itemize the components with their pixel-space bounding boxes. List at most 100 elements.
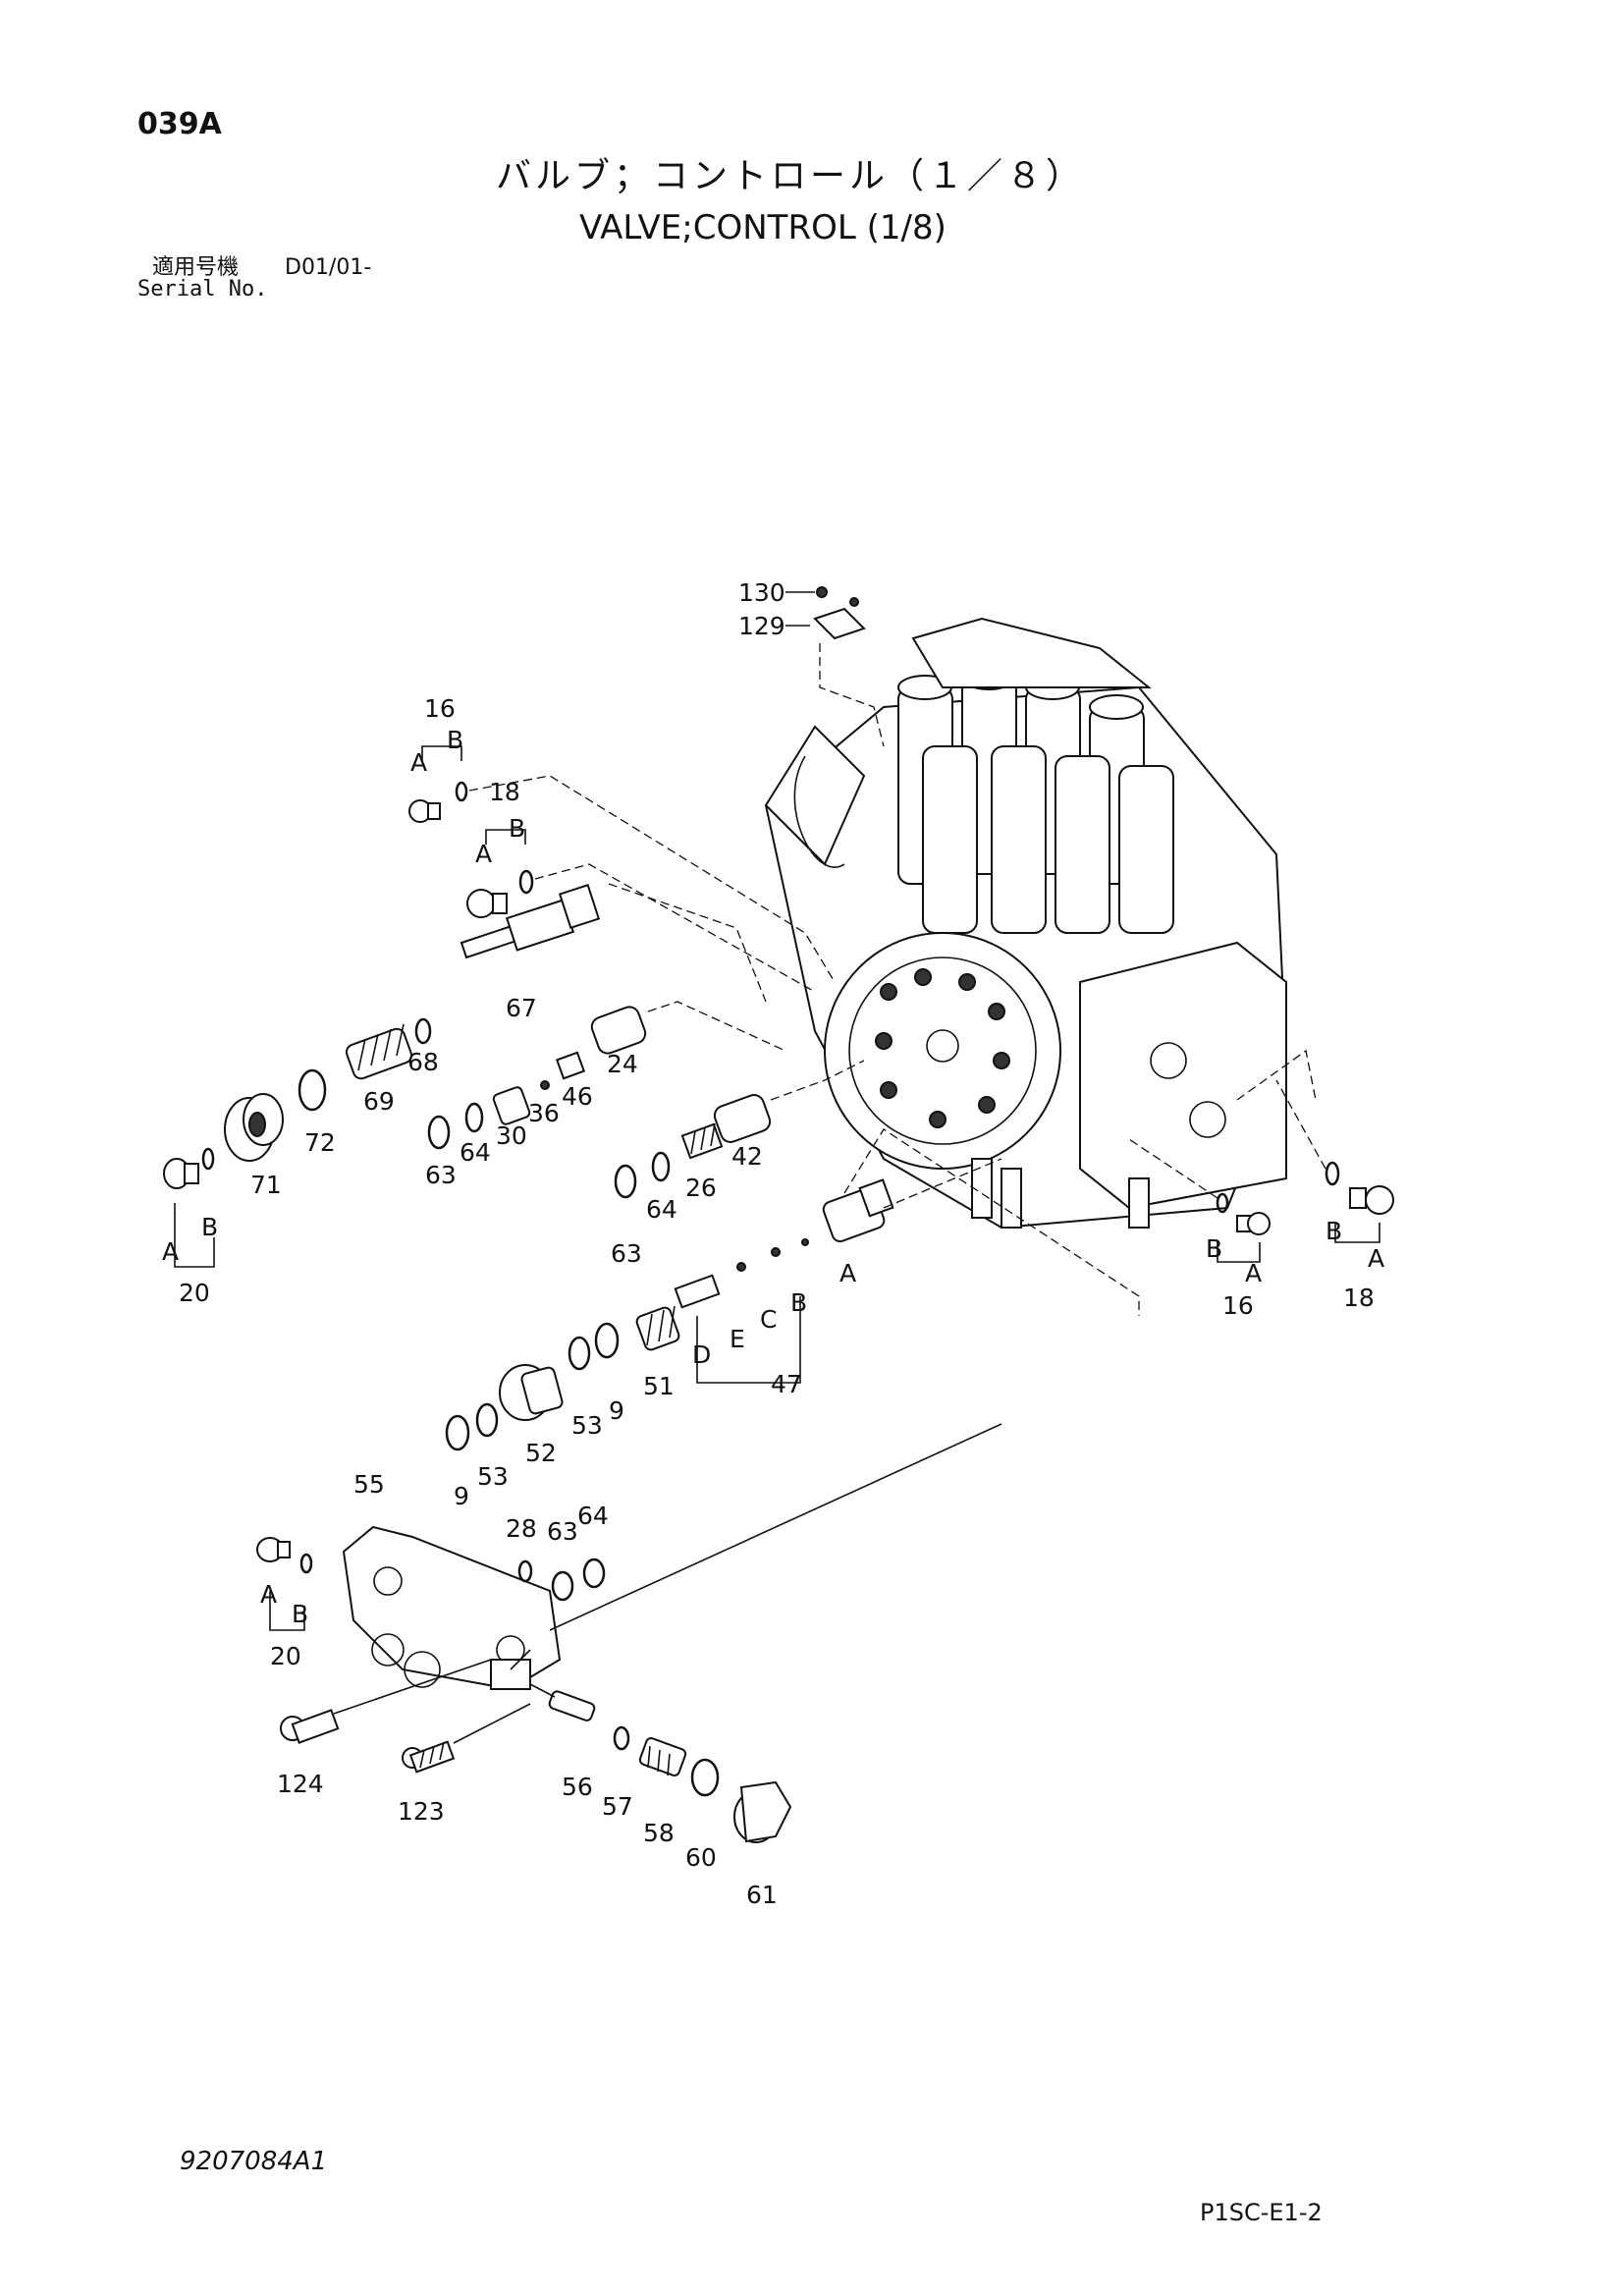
letter-b-18-upper: B	[509, 814, 525, 843]
part-56-poppet	[548, 1690, 596, 1722]
part-53-ring-a	[568, 1336, 591, 1371]
part-71-cap	[224, 1093, 284, 1162]
part-55-housing	[342, 1525, 562, 1691]
letter-b-16-upper: B	[447, 726, 463, 754]
callout-63-b: 63	[611, 1239, 642, 1268]
callout-20-housing: 20	[270, 1642, 301, 1670]
callout-58: 58	[643, 1819, 675, 1847]
serial-label-japanese: 適用号機	[152, 255, 240, 280]
callout-28: 28	[506, 1514, 537, 1543]
serial-label-english: Serial No.	[137, 277, 268, 301]
callout-55: 55	[353, 1470, 385, 1499]
part-36-ball	[540, 1080, 550, 1090]
part-20-plug-left	[163, 1147, 215, 1189]
letter-b-20-housing: B	[292, 1600, 308, 1628]
callout-53-b: 53	[477, 1462, 509, 1491]
serial-range: D01/01-	[285, 255, 372, 280]
letter-e-47: E	[730, 1325, 745, 1353]
callout-57: 57	[602, 1792, 633, 1821]
part-42-piston	[713, 1094, 772, 1143]
callout-64-c: 64	[577, 1502, 609, 1530]
letter-a-20-housing: A	[260, 1580, 277, 1609]
callout-68: 68	[407, 1048, 439, 1076]
part-9-ring-a	[594, 1322, 620, 1359]
callout-9-b: 9	[454, 1482, 469, 1510]
letter-a-18-upper: A	[475, 840, 492, 868]
callout-51: 51	[643, 1372, 675, 1400]
title-english: VALVE;CONTROL (1/8)	[579, 208, 947, 247]
callout-56: 56	[562, 1773, 593, 1801]
callout-18-right: 18	[1343, 1284, 1375, 1312]
letter-b-47: B	[790, 1288, 807, 1317]
part-58-spring	[638, 1737, 687, 1777]
callout-72: 72	[304, 1128, 336, 1157]
callout-26: 26	[685, 1174, 717, 1202]
callout-52: 52	[525, 1439, 557, 1467]
part-9-ring-b	[445, 1414, 470, 1451]
part-26-spring	[680, 1122, 724, 1160]
part-123-screw	[402, 1740, 456, 1774]
callout-20-left: 20	[179, 1279, 210, 1307]
part-64-ring-a	[464, 1102, 484, 1133]
callout-63-c: 63	[547, 1517, 578, 1546]
part-61-plug	[733, 1780, 792, 1843]
part-18-plug-upper	[466, 869, 534, 918]
part-72-o-ring	[298, 1068, 327, 1112]
callout-42: 42	[731, 1142, 763, 1171]
callout-53-a: 53	[571, 1411, 603, 1440]
letter-b-18-right: B	[1325, 1217, 1342, 1245]
letter-b-16-right: B	[1206, 1234, 1222, 1263]
callout-36: 36	[528, 1099, 560, 1127]
part-16-plug-upper	[408, 781, 468, 823]
callout-64-b: 64	[646, 1195, 677, 1224]
part-30-plug	[492, 1086, 531, 1125]
letter-a-16-right: A	[1245, 1259, 1262, 1287]
letter-a-47: A	[839, 1259, 856, 1287]
callout-69: 69	[363, 1087, 395, 1116]
callout-64-a: 64	[460, 1138, 491, 1167]
letter-a-20-left: A	[162, 1237, 179, 1266]
part-129-plate	[785, 597, 866, 640]
callout-47: 47	[771, 1370, 802, 1398]
sheet-number: P1SC-E1-2	[1200, 2199, 1323, 2226]
callout-46: 46	[562, 1082, 593, 1111]
callout-63-a: 63	[425, 1161, 457, 1189]
callout-16-right: 16	[1222, 1291, 1254, 1320]
callout-124: 124	[277, 1770, 324, 1798]
part-124-bolt	[280, 1709, 340, 1744]
letter-a-16-upper: A	[410, 748, 427, 777]
callout-67: 67	[506, 994, 537, 1022]
callout-129: 129	[738, 612, 785, 640]
control-valve-body	[764, 617, 1288, 1230]
callout-16-upper: 16	[424, 694, 456, 723]
page-code: 039A	[137, 107, 222, 141]
part-63-ring-a	[427, 1115, 451, 1150]
part-16-plug-right	[1216, 1192, 1271, 1235]
callout-30: 30	[496, 1121, 527, 1150]
part-51-spring	[635, 1305, 680, 1351]
letter-c-47: C	[760, 1305, 777, 1334]
part-64-ring-c	[582, 1558, 606, 1589]
callout-18-upper: 18	[489, 778, 520, 806]
letter-b-20-left: B	[201, 1213, 218, 1241]
callout-123: 123	[398, 1797, 445, 1826]
callout-61: 61	[746, 1881, 778, 1909]
callout-71: 71	[250, 1171, 282, 1199]
part-130-screw	[785, 586, 828, 598]
callout-24: 24	[607, 1050, 638, 1078]
part-67-spool	[460, 883, 601, 959]
callout-130: 130	[738, 578, 785, 607]
part-63-ring-c	[551, 1570, 574, 1602]
part-68-washer	[414, 1017, 432, 1045]
part-57-washer	[613, 1725, 630, 1751]
part-46-pin	[555, 1051, 586, 1080]
part-28-ring	[517, 1559, 533, 1583]
letter-d-47: D	[692, 1340, 711, 1369]
callout-60: 60	[685, 1843, 717, 1872]
letter-a-18-right: A	[1368, 1244, 1384, 1273]
part-60-o-ring	[690, 1758, 720, 1797]
drawing-number: 9207084A1	[180, 2147, 328, 2176]
part-64-ring-b	[651, 1151, 671, 1182]
callout-9-a: 9	[609, 1396, 624, 1425]
